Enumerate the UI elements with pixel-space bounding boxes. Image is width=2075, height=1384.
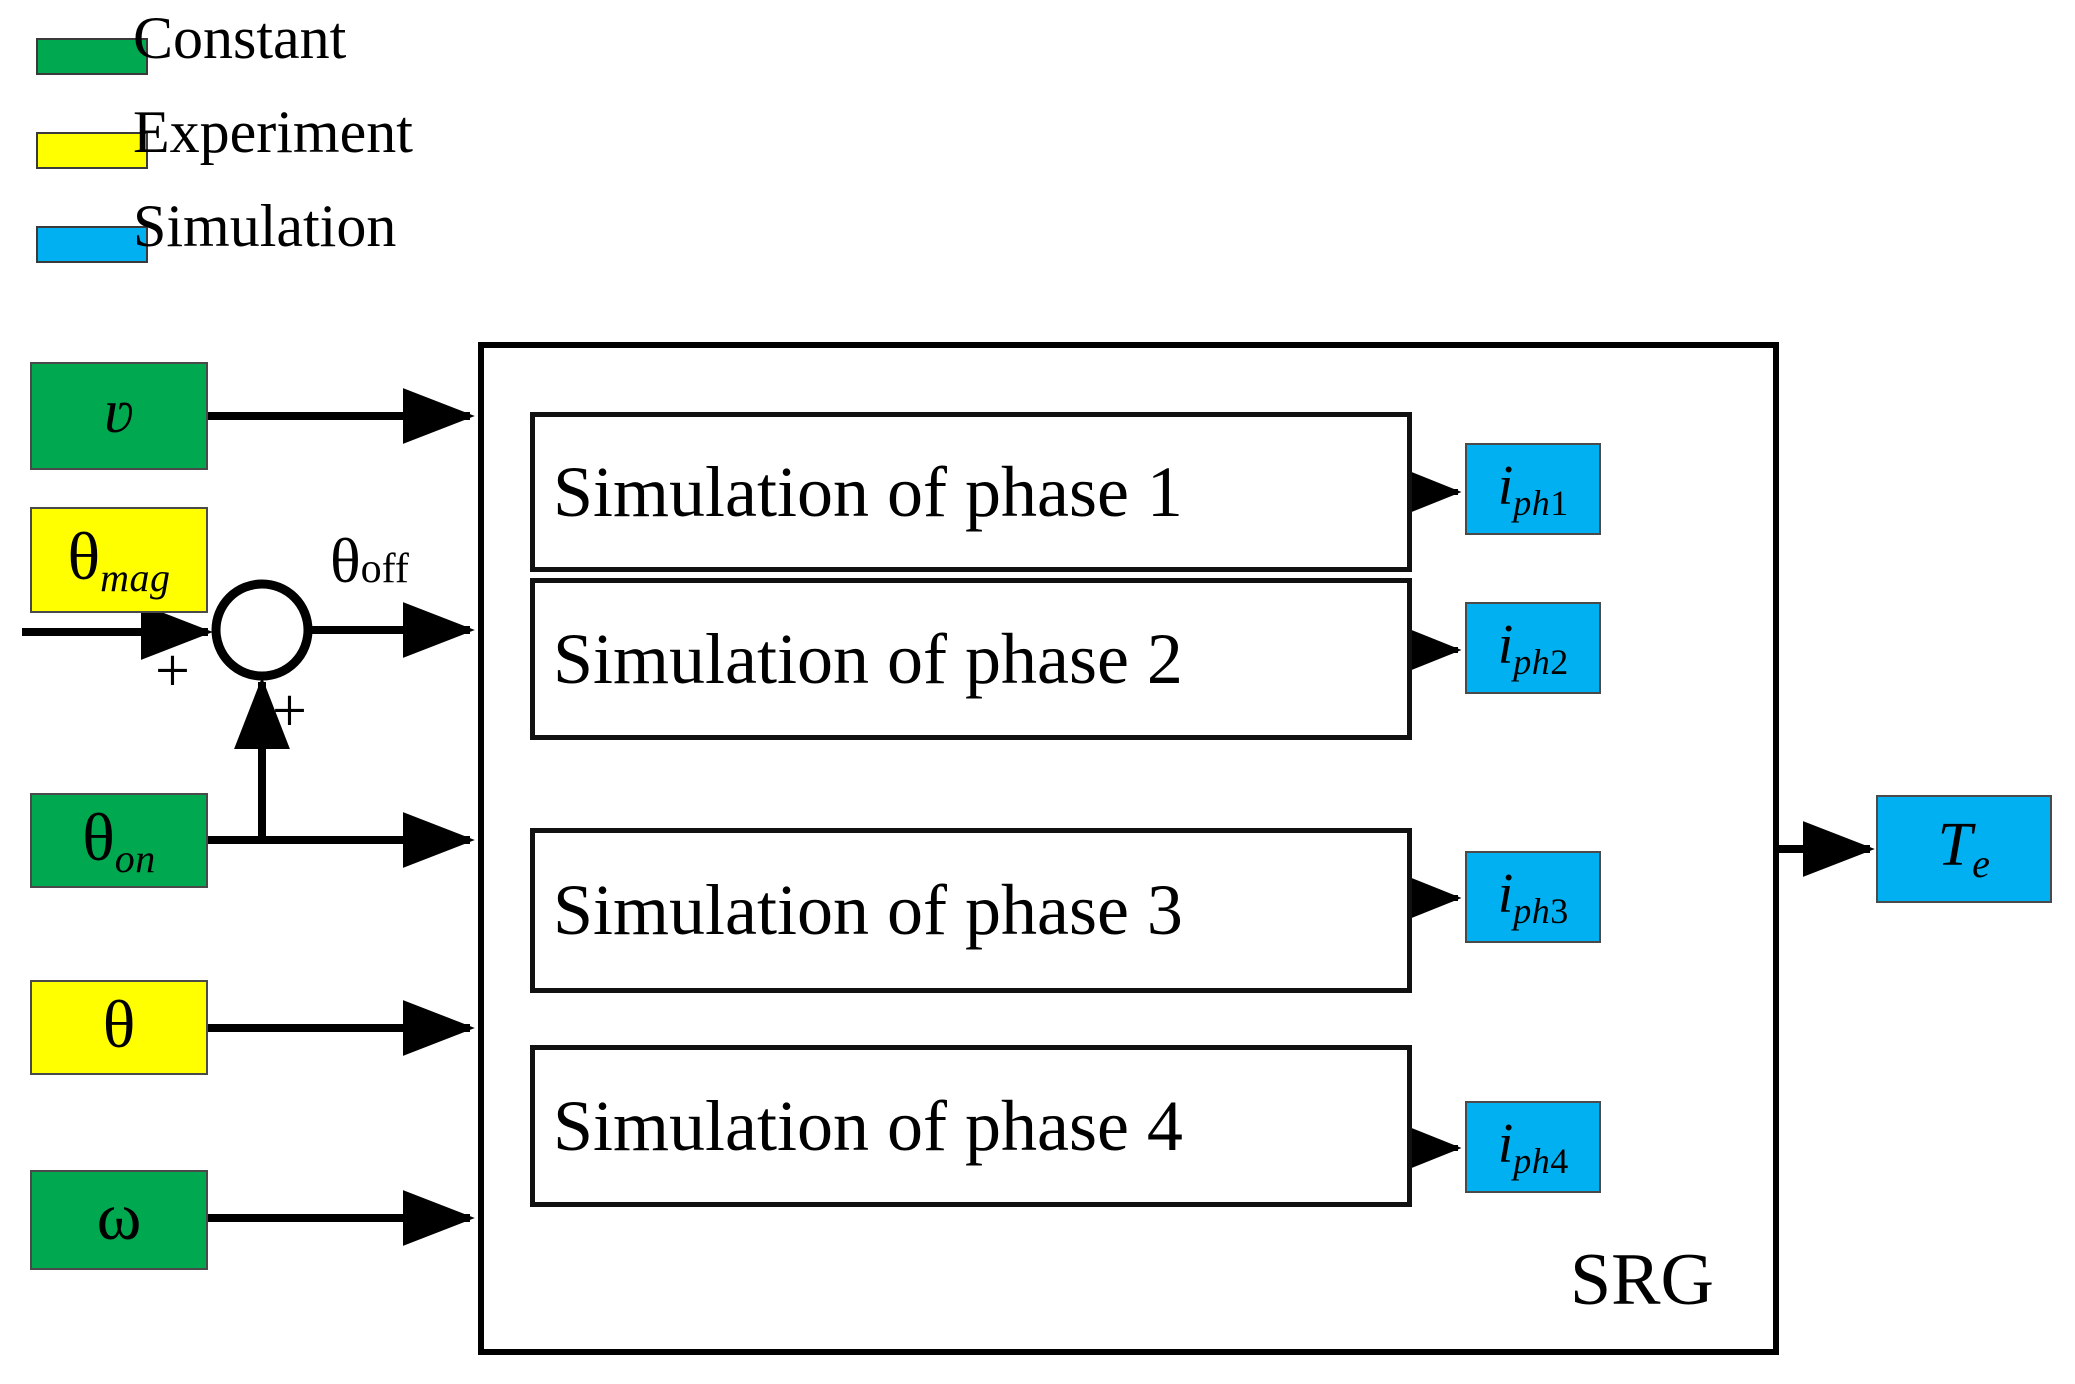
phase-box-2-label: Simulation of phase 2: [553, 618, 1183, 699]
theta-off-base: θ: [330, 525, 361, 596]
input-symbol-v: ʋ: [103, 378, 135, 446]
output-symbol-iph1: iph1: [1497, 455, 1569, 523]
phase-box-3[interactable]: Simulation of phase 3: [530, 828, 1412, 993]
legend-label-constant: Constant: [133, 5, 347, 71]
theta-off-subscript: off: [360, 546, 409, 592]
output-block-iph3[interactable]: iph3: [1465, 851, 1601, 943]
input-symbol-theta-on: θon: [82, 798, 156, 881]
input-block-theta-on[interactable]: θon: [30, 793, 208, 888]
output-block-te[interactable]: Te: [1876, 795, 2052, 903]
plus-sign-vertical-input: +: [272, 677, 307, 745]
legend-label-simulation: Simulation: [133, 193, 397, 259]
input-symbol-omega: ω: [96, 1178, 142, 1254]
phase-box-2[interactable]: Simulation of phase 2: [530, 578, 1412, 740]
srg-label: SRG: [1570, 1239, 1714, 1321]
phase-box-1-label: Simulation of phase 1: [553, 451, 1183, 532]
phase-box-3-label: Simulation of phase 3: [553, 870, 1183, 950]
output-symbol-iph2: iph2: [1497, 614, 1569, 682]
output-block-iph1[interactable]: iph1: [1465, 443, 1601, 535]
summing-junction-circle: [211, 579, 313, 681]
input-block-theta[interactable]: θ: [30, 980, 208, 1075]
output-symbol-iph3: iph3: [1497, 863, 1569, 931]
legend-label-experiment: Experiment: [133, 99, 413, 165]
srg-frame: [478, 342, 1779, 1355]
input-symbol-theta-mag: θmag: [67, 518, 171, 600]
output-block-iph4[interactable]: iph4: [1465, 1101, 1601, 1193]
phase-box-4-label: Simulation of phase 4: [553, 1085, 1183, 1166]
input-symbol-theta: θ: [102, 985, 136, 1062]
phase-box-1[interactable]: Simulation of phase 1: [530, 412, 1412, 572]
legend-swatch-constant: [36, 38, 148, 75]
phase-box-4[interactable]: Simulation of phase 4: [530, 1045, 1412, 1207]
output-symbol-iph4: iph4: [1497, 1113, 1569, 1181]
input-block-omega[interactable]: ω: [30, 1170, 208, 1270]
legend-swatch-simulation: [36, 226, 148, 263]
output-block-iph2[interactable]: iph2: [1465, 602, 1601, 694]
input-block-theta-mag[interactable]: θmag: [30, 507, 208, 613]
output-symbol-te: Te: [1937, 811, 1991, 886]
theta-off-label: θoff: [330, 529, 409, 600]
input-block-v[interactable]: ʋ: [30, 362, 208, 470]
plus-sign-horizontal-input: +: [155, 637, 190, 705]
legend-swatch-experiment: [36, 132, 148, 169]
